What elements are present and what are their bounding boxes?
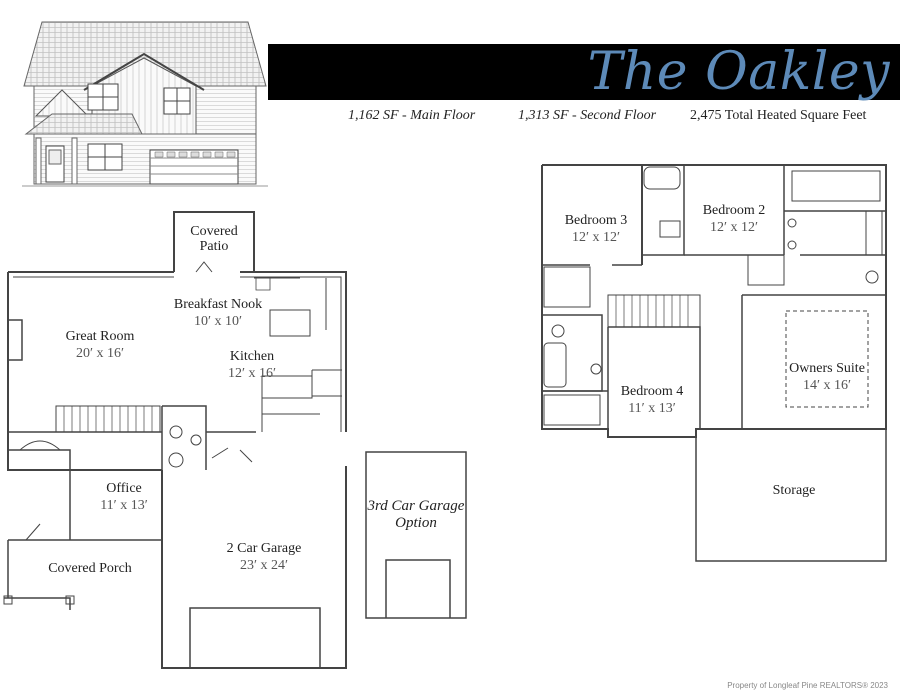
room-owners-suite: Owners Suite 14′ x 16′	[776, 360, 878, 394]
room-dimensions: 10′ x 10′	[193, 314, 243, 329]
room-dimensions: 12′ x 12′	[709, 220, 759, 235]
room-dimensions: 14′ x 16′	[802, 378, 852, 393]
room-breakfast-nook: Breakfast Nook 10′ x 10′	[158, 296, 278, 330]
room-name: Great Room	[65, 329, 135, 344]
room-two-car-garage: 2 Car Garage 23′ x 24′	[204, 540, 324, 574]
room-name: Bedroom 3	[564, 213, 628, 228]
room-name: Owners Suite	[789, 361, 865, 376]
room-storage: Storage	[754, 482, 834, 499]
second-floor-sf: 1,313 SF - Second Floor	[518, 108, 657, 123]
room-name: Office	[106, 481, 142, 496]
house-elevation-image	[22, 18, 268, 190]
room-office: Office 11′ x 13′	[84, 480, 164, 514]
room-bedroom-4: Bedroom 4 11′ x 13′	[608, 383, 696, 417]
room-dimensions: 23′ x 24′	[239, 558, 289, 573]
room-name: Covered Porch	[48, 561, 132, 576]
room-bedroom-3: Bedroom 3 12′ x 12′	[552, 212, 640, 246]
total-sf: 2,475 Total Heated Square Feet	[690, 108, 867, 123]
copyright-credit: Property of Longleaf Pine REALTORS® 2023	[727, 681, 888, 690]
room-dimensions: 11′ x 13′	[628, 401, 676, 416]
room-bedroom-2: Bedroom 2 12′ x 12′	[690, 202, 778, 236]
main-floor-sf: 1,162 SF - Main Floor	[348, 108, 476, 123]
room-name: Kitchen	[229, 349, 275, 364]
room-name: 2 Car Garage	[226, 541, 302, 556]
covered-patio-label: Covered Patio	[190, 224, 238, 254]
second-floor-plan	[530, 155, 900, 575]
room-name: Breakfast Nook	[173, 297, 263, 312]
room-covered-porch: Covered Porch	[20, 560, 160, 577]
room-name: Bedroom 4	[620, 384, 684, 399]
title-banner	[268, 44, 900, 100]
room-dimensions: 12′ x 16′	[227, 366, 277, 381]
room-kitchen: Kitchen 12′ x 16′	[212, 348, 292, 382]
room-name: Bedroom 2	[702, 203, 766, 218]
third-car-garage-option: 3rd Car Garage Option	[367, 498, 465, 531]
room-name: Storage	[772, 483, 816, 498]
room-dimensions: 12′ x 12′	[571, 230, 621, 245]
room-dimensions: 11′ x 13′	[100, 498, 148, 513]
room-dimensions: 20′ x 16′	[75, 346, 125, 361]
room-great-room: Great Room 20′ x 16′	[44, 328, 156, 362]
main-floor-plan	[0, 200, 480, 670]
page-title: The Oakley	[587, 42, 890, 102]
